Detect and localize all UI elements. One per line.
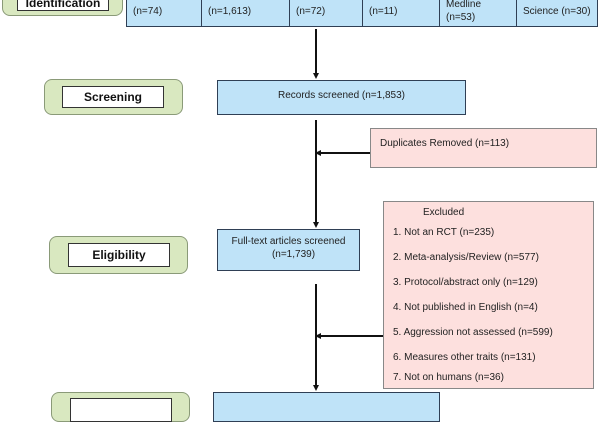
records-screened-box: Records screened (n=1,853) xyxy=(217,80,466,115)
excluded-item: 7. Not on humans (n=36) xyxy=(393,372,504,383)
source-count: (n=1,613) xyxy=(208,6,252,17)
excluded-item: 5. Aggression not assessed (n=599) xyxy=(393,327,553,338)
arrow-head xyxy=(313,385,319,391)
stage-label: Identification xyxy=(17,0,109,11)
arrow-head xyxy=(315,332,321,339)
arrow-line xyxy=(321,152,370,154)
excluded-title: Excluded xyxy=(423,207,465,218)
source-count: (n=72) xyxy=(296,6,326,17)
arrow-line xyxy=(315,29,317,73)
stage-included xyxy=(51,392,190,422)
source-label: Medline xyxy=(446,0,482,10)
stage-eligibility: Eligibility xyxy=(49,236,188,274)
excluded-item: 3. Protocol/abstract only (n=129) xyxy=(393,277,538,288)
excluded-item: 6. Measures other traits (n=131) xyxy=(393,352,536,363)
arrow-head xyxy=(313,73,319,79)
source-count: (n=11) xyxy=(369,6,398,17)
fulltext-label: Full-text articles screened xyxy=(231,236,346,247)
source-box: Science (n=30) xyxy=(517,0,599,26)
source-box: (n=11) xyxy=(363,0,440,26)
arrow-line xyxy=(321,335,383,337)
sources-row: (n=74) (n=1,613) (n=72) (n=11) Medline (n… xyxy=(126,0,598,27)
included-box xyxy=(213,392,440,422)
excluded-item: 2. Meta-analysis/Review (n=577) xyxy=(393,252,539,263)
stage-label: Eligibility xyxy=(68,243,170,267)
excluded-item: 1. Not an RCT (n=235) xyxy=(393,227,495,238)
duplicates-box: Duplicates Removed (n=113) xyxy=(370,128,597,168)
source-box: Medline (n=53) xyxy=(440,0,517,26)
source-box: (n=1,613) xyxy=(202,0,290,26)
stage-label-empty xyxy=(70,398,172,422)
source-count: Science (n=30) xyxy=(523,6,591,17)
excluded-item: 4. Not published in English (n=4) xyxy=(393,302,538,313)
source-count: (n=74) xyxy=(133,6,163,17)
source-box: (n=72) xyxy=(290,0,363,26)
stage-screening: Screening xyxy=(44,79,183,115)
excluded-box: Excluded 1. Not an RCT (n=235) 2. Meta-a… xyxy=(383,201,594,389)
arrow-head xyxy=(315,149,321,156)
fulltext-box: Full-text articles screened (n=1,739) xyxy=(217,229,360,271)
arrow-head xyxy=(313,222,319,228)
fulltext-count: (n=1,739) xyxy=(271,249,316,260)
arrow-line xyxy=(315,120,317,223)
stage-identification: Identification xyxy=(2,0,123,16)
source-box: (n=74) xyxy=(127,0,202,26)
source-count: (n=53) xyxy=(446,12,476,23)
stage-label: Screening xyxy=(62,86,164,108)
